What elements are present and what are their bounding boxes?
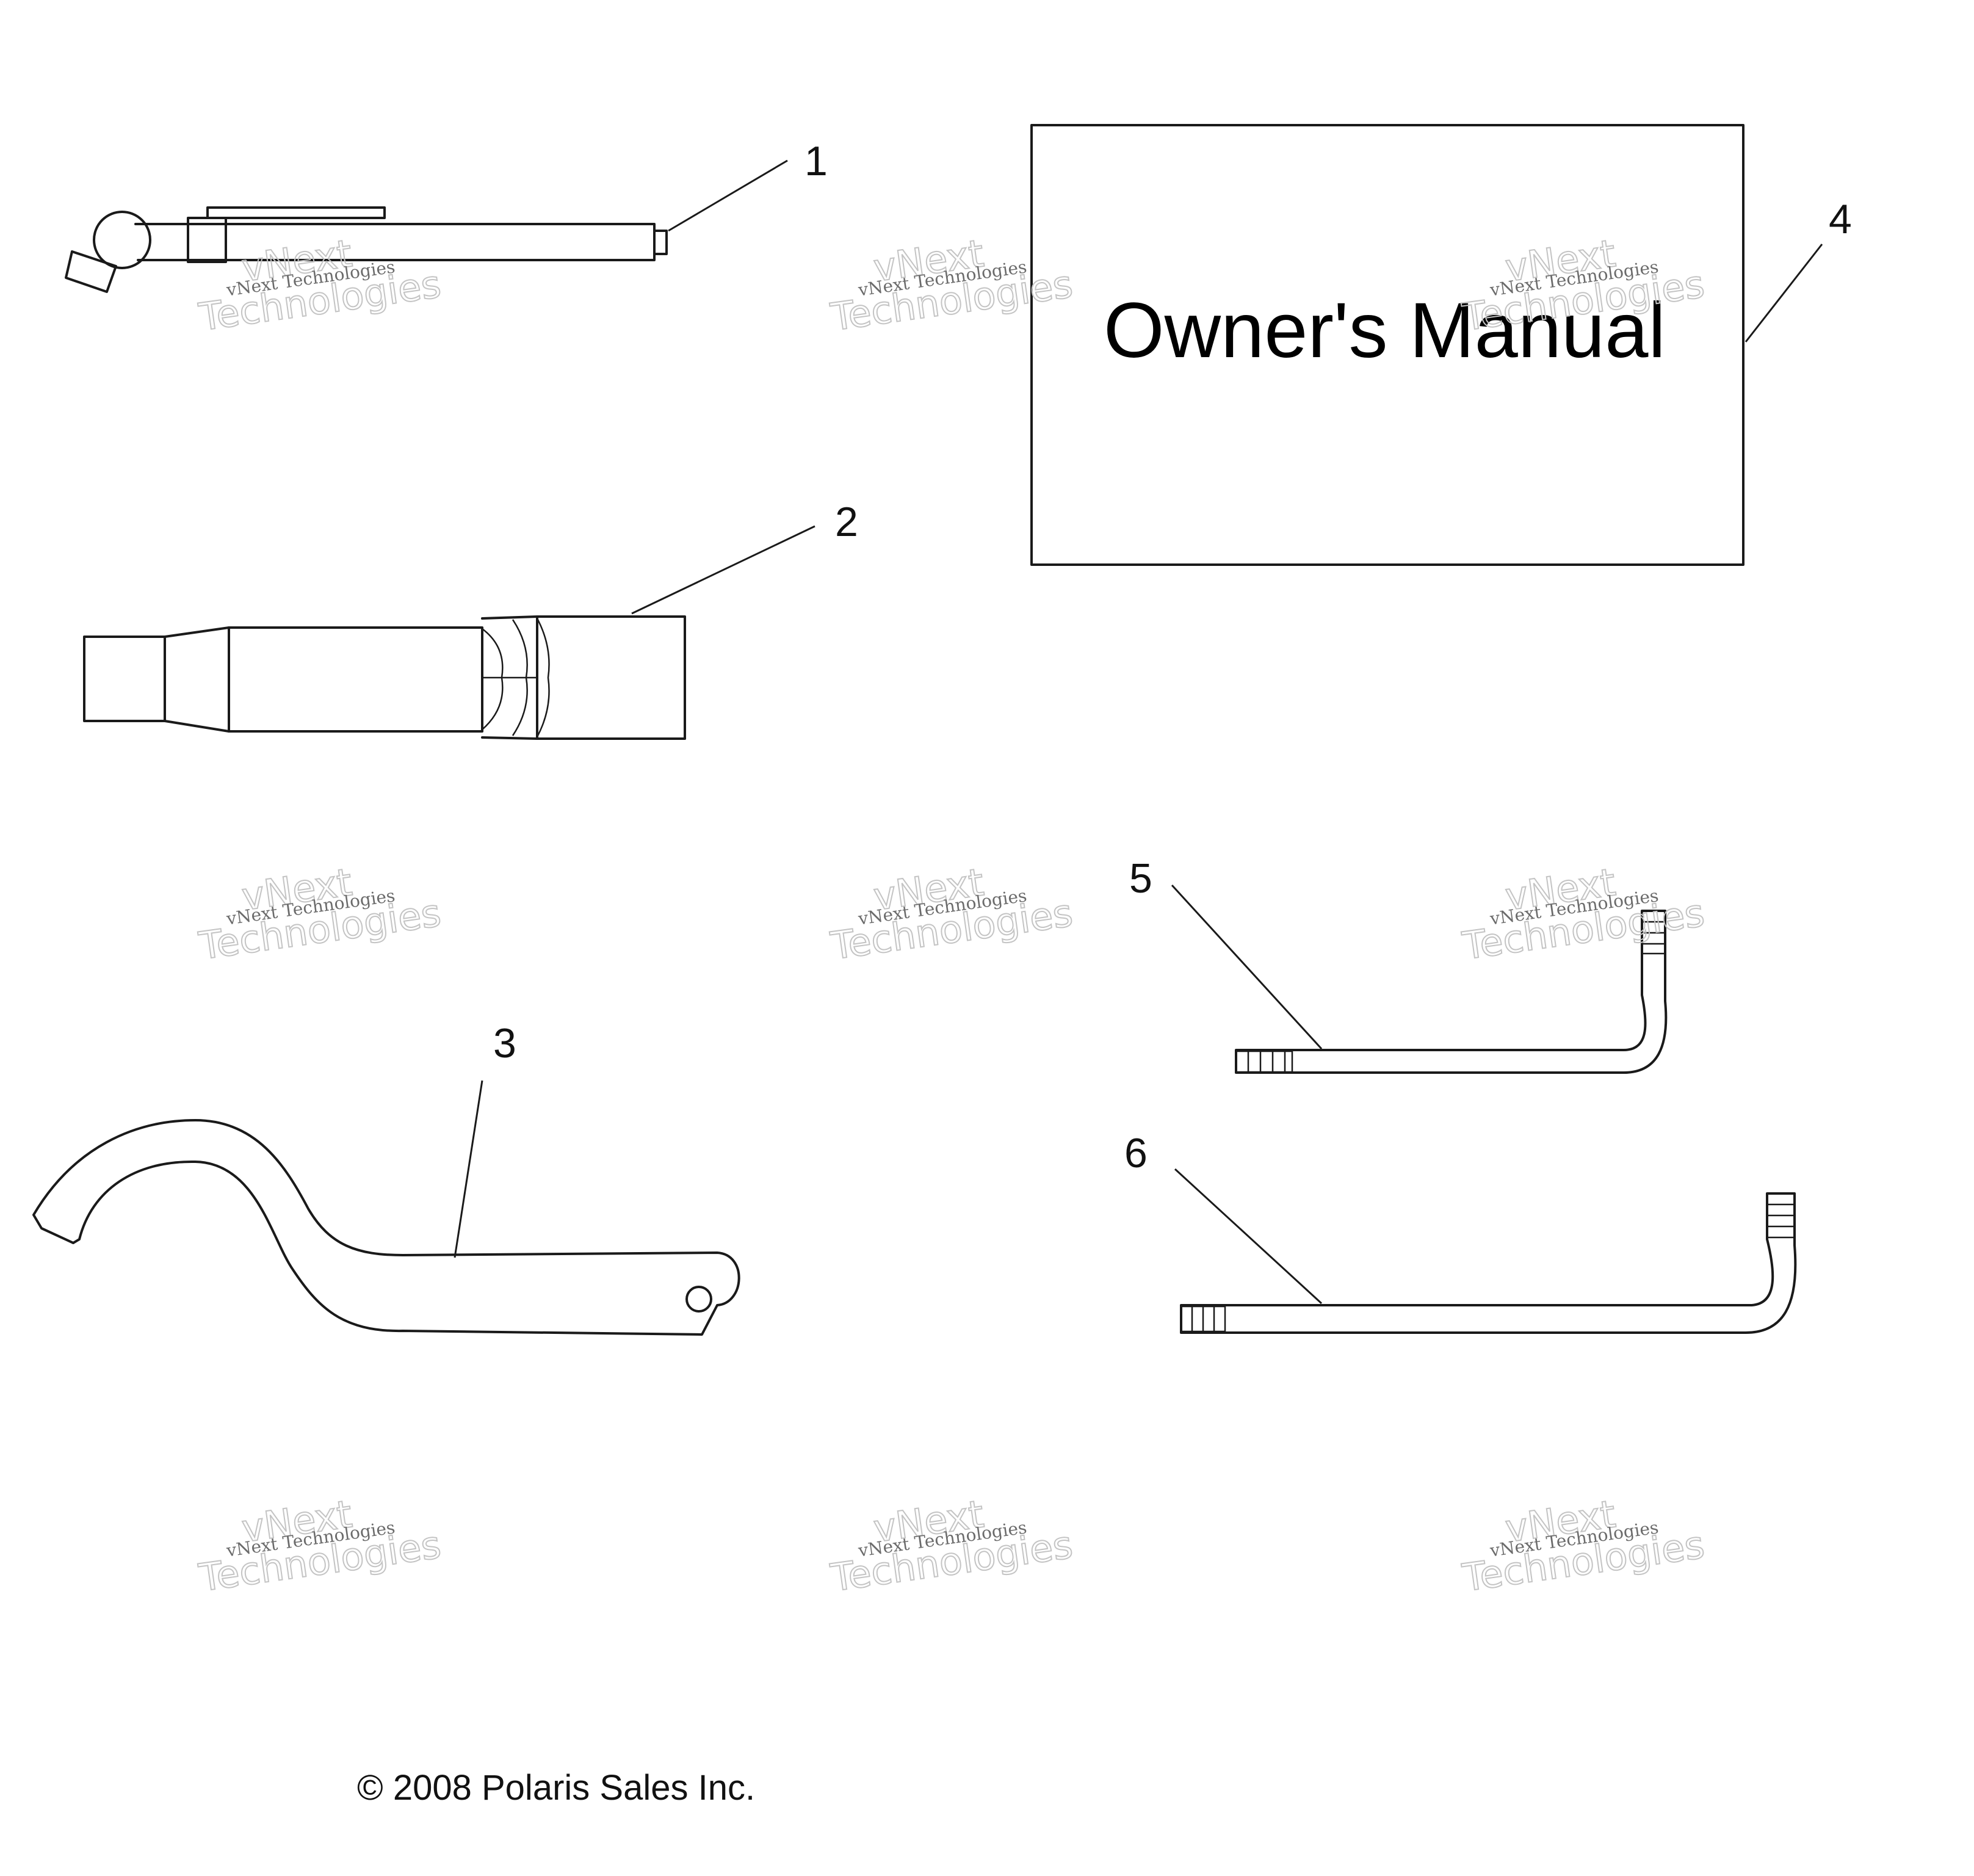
owners-manual-title: Owner's Manual	[1104, 287, 1666, 374]
callout-5: 5	[1129, 855, 1152, 902]
watermark: vNext Technologies vNext Technologies	[1459, 1491, 1708, 1601]
watermarks: vNext Technologies vNext Technologies vN…	[195, 230, 1708, 1601]
part-6-hex-key-long: 6	[1124, 1130, 1797, 1334]
watermark: vNext Technologies vNext Technologies	[195, 859, 444, 969]
callout-2: 2	[835, 499, 858, 545]
watermark: vNext Technologies vNext Technologies	[1459, 859, 1708, 969]
part-4-owners-manual: Owner's Manual 4	[1030, 124, 1852, 566]
watermark: vNext Technologies vNext Technologies	[195, 230, 444, 340]
watermark: vNext Technologies vNext Technologies	[195, 1491, 444, 1601]
callout-4: 4	[1829, 196, 1852, 242]
callout-3: 3	[493, 1020, 516, 1067]
watermark: vNext Technologies vNext Technologies	[827, 859, 1076, 969]
watermark: vNext Technologies vNext Technologies	[827, 1491, 1076, 1601]
watermark: vNext Technologies vNext Technologies	[827, 230, 1076, 340]
callout-1: 1	[804, 138, 828, 184]
part-2-spark-plug-socket: 2	[83, 499, 858, 740]
callout-6: 6	[1124, 1130, 1148, 1176]
part-3-spanner-wrench: 3	[32, 1020, 740, 1336]
part-1-tire-pressure-gauge: 1	[65, 138, 828, 293]
watermark: vNext Technologies vNext Technologies	[1459, 230, 1708, 340]
part-5-hex-key-short: 5	[1129, 855, 1668, 1074]
copyright-notice: © 2008 Polaris Sales Inc.	[357, 1768, 755, 1808]
